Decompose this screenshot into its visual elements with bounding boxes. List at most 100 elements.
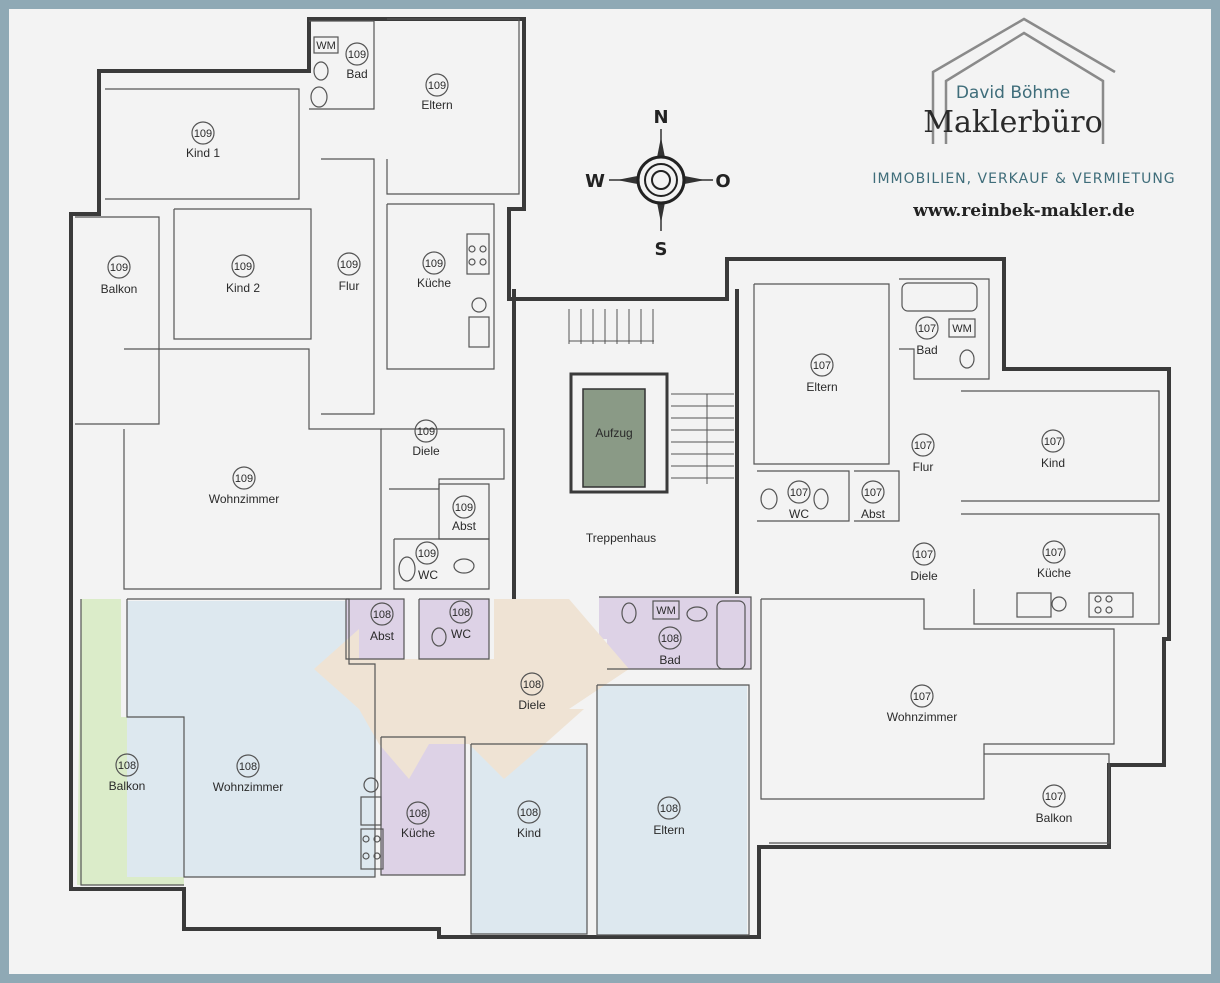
walls-108-eltern xyxy=(596,684,750,936)
compass-north-label: N xyxy=(653,107,668,128)
svg-text:109: 109 xyxy=(428,80,446,92)
walls-108-abst xyxy=(345,598,405,660)
svg-text:Balkon: Balkon xyxy=(109,779,146,793)
svg-text:Kind 2: Kind 2 xyxy=(226,281,260,295)
svg-text:Aufzug: Aufzug xyxy=(595,426,632,440)
walls-108-bad xyxy=(599,596,752,670)
svg-text:WM: WM xyxy=(952,323,972,335)
svg-text:107: 107 xyxy=(1045,791,1063,803)
stairs-upper xyxy=(568,309,654,344)
walls-107-wc xyxy=(757,470,850,522)
svg-text:Abst: Abst xyxy=(370,629,395,643)
unit-108-diele-fill xyxy=(314,599,629,779)
svg-text:Bad: Bad xyxy=(659,653,680,667)
svg-text:Wohnzimmer: Wohnzimmer xyxy=(209,492,279,506)
svg-text:WM: WM xyxy=(656,605,676,617)
svg-text:107: 107 xyxy=(913,691,931,703)
bathtub-107 xyxy=(901,282,978,312)
room-treppenhaus: Treppenhaus xyxy=(586,531,656,545)
house-outline-icon xyxy=(931,17,1116,144)
svg-text:Küche: Küche xyxy=(401,826,435,840)
walls-107-abst xyxy=(854,470,900,522)
walls-108-wc xyxy=(418,598,490,660)
walls-109-kind2 xyxy=(173,208,312,340)
toilets xyxy=(310,61,975,647)
wm-box-108 xyxy=(652,600,680,620)
elevator-shaft xyxy=(569,372,669,494)
svg-text:WC: WC xyxy=(418,568,438,582)
svg-text:Kind: Kind xyxy=(517,826,541,840)
stairs-lower xyxy=(671,393,734,484)
svg-text:Diele: Diele xyxy=(518,698,546,712)
svg-text:Kind: Kind xyxy=(1041,456,1065,470)
svg-text:107: 107 xyxy=(1044,436,1062,448)
walls-107-eltern xyxy=(753,283,890,465)
unit-108-bad-fill xyxy=(599,597,751,669)
room-109-wm: WM xyxy=(316,40,336,52)
walls-108-balkon xyxy=(80,599,184,886)
svg-text:Abst: Abst xyxy=(452,519,477,533)
svg-text:Diele: Diele xyxy=(412,444,440,458)
unit-108-kind-fill xyxy=(471,744,587,934)
stove-108 xyxy=(360,828,384,870)
svg-text:109: 109 xyxy=(234,261,252,273)
svg-text:108: 108 xyxy=(409,808,427,820)
svg-text:109: 109 xyxy=(418,548,436,560)
walls-109-wohn xyxy=(123,348,382,590)
svg-text:Abst: Abst xyxy=(861,507,886,521)
agency-logo: David Böhme Maklerbüro IMMOBILIEN, VERKA… xyxy=(849,17,1199,227)
walls-109-bad xyxy=(309,20,375,110)
svg-text:109: 109 xyxy=(194,128,212,140)
unit-108-living-fill xyxy=(127,601,375,877)
svg-text:Bad: Bad xyxy=(916,343,937,357)
stove-109 xyxy=(466,233,490,275)
svg-text:Bad: Bad xyxy=(346,67,367,81)
svg-text:107: 107 xyxy=(864,487,882,499)
svg-text:Kind 1: Kind 1 xyxy=(186,146,220,160)
svg-text:Wohnzimmer: Wohnzimmer xyxy=(213,780,283,794)
svg-text:109: 109 xyxy=(235,473,253,485)
walls-108-wohn xyxy=(126,598,376,878)
svg-text:107: 107 xyxy=(790,487,808,499)
room-108-wm: WM xyxy=(656,605,676,617)
svg-text:108: 108 xyxy=(239,761,257,773)
compass-west-label: W xyxy=(585,171,605,192)
svg-text:107: 107 xyxy=(918,323,936,335)
svg-text:109: 109 xyxy=(340,259,358,271)
bathtub-108 xyxy=(716,600,746,670)
sink-109 xyxy=(468,297,490,348)
svg-text:107: 107 xyxy=(1045,547,1063,559)
svg-text:Diele: Diele xyxy=(910,569,938,583)
walls-109-diele xyxy=(381,428,505,490)
walls-109-balkon xyxy=(75,216,160,425)
svg-text:109: 109 xyxy=(348,49,366,61)
svg-text:108: 108 xyxy=(661,633,679,645)
sink-108 xyxy=(360,777,382,826)
agency-title: Maklerbüro xyxy=(923,105,1103,140)
svg-text:108: 108 xyxy=(373,609,391,621)
walls-109-kind1 xyxy=(105,88,300,200)
walls-107-kind xyxy=(961,390,1160,502)
svg-text:Eltern: Eltern xyxy=(653,823,684,837)
svg-text:Flur: Flur xyxy=(913,460,934,474)
svg-text:Balkon: Balkon xyxy=(101,282,138,296)
